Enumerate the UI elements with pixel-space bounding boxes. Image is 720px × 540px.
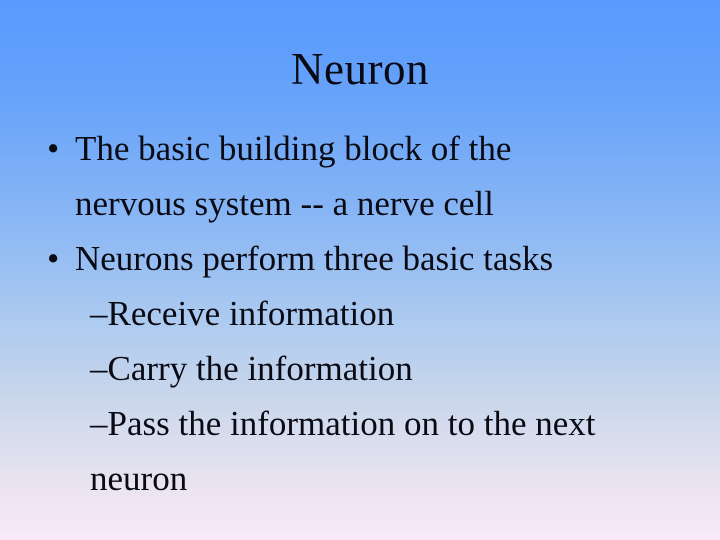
dash-marker: – — [90, 404, 108, 443]
sub-bullet-item: –Pass the information on to the next neur… — [90, 396, 720, 506]
bullet-item: •Neurons perform three basic tasks — [47, 231, 720, 286]
sub-bullet-item: –Carry the information — [90, 341, 720, 396]
text-line: nervous system -- a nerve cell — [75, 184, 494, 223]
dash-marker: – — [90, 294, 108, 333]
text-line: •Neurons perform three basic tasks — [47, 231, 720, 286]
text-line: –Pass the information on to the next — [90, 404, 596, 443]
text-line: –Receive information — [90, 294, 395, 333]
sub-bullet-item: –Receive information — [90, 286, 720, 341]
bullet-item: •The basic building block of the nervous … — [47, 121, 720, 231]
dash-marker: – — [90, 349, 108, 388]
text-line: •The basic building block of the — [47, 121, 720, 176]
slide-title: Neuron — [291, 44, 429, 94]
text-line: neuron — [90, 459, 188, 498]
text-line: –Carry the information — [90, 349, 413, 388]
bullet-marker: • — [47, 129, 60, 168]
bullet-list: •The basic building block of the nervous … — [0, 121, 720, 506]
bullet-marker: • — [47, 239, 60, 278]
